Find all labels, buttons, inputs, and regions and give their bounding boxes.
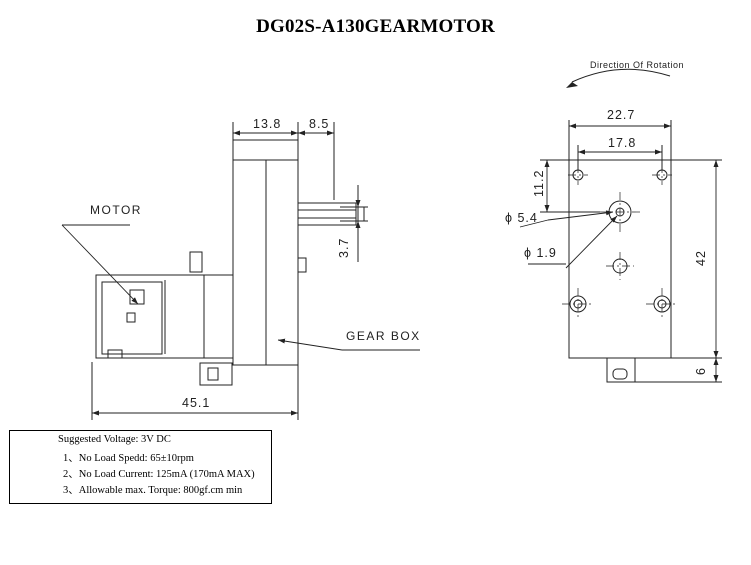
dim-phi-5-4: ϕ 5.4 (505, 211, 538, 225)
dim-42: 42 (694, 250, 708, 266)
dim-17-8: 17.8 (608, 136, 636, 150)
side-view-dimensions (61, 130, 420, 416)
specs-box: Suggested Voltage: 3V DC 1、No Load Spedd… (9, 430, 272, 504)
drawing-title: DG02S-A130GEARMOTOR (256, 16, 495, 37)
dim-phi-1-9: ϕ 1.9 (524, 246, 557, 260)
dim-8-5: 8.5 (309, 117, 329, 131)
specs-heading: Suggested Voltage: 3V DC (58, 434, 171, 445)
label-motor: MOTOR (90, 203, 142, 217)
label-gear-box: GEAR BOX (346, 329, 421, 343)
dim-6: 6 (694, 367, 708, 375)
spec-item-torque: 3、Allowable max. Torque: 800gf.cm min (63, 485, 243, 496)
spec-item-current: 2、No Load Current: 125mA (170mA MAX) (63, 469, 255, 480)
dim-11-2: 11.2 (532, 170, 546, 197)
side-view (91, 122, 368, 420)
dim-22-7: 22.7 (607, 108, 635, 122)
rotation-label: Direction Of Rotation (590, 60, 684, 70)
dim-3-7: 3.7 (337, 238, 351, 258)
dim-13-8: 13.8 (253, 117, 281, 131)
dim-45-1: 45.1 (182, 396, 210, 410)
front-view-dimensions (519, 82, 719, 382)
spec-item-speed: 1、No Load Spedd: 65±10rpm (63, 453, 194, 464)
